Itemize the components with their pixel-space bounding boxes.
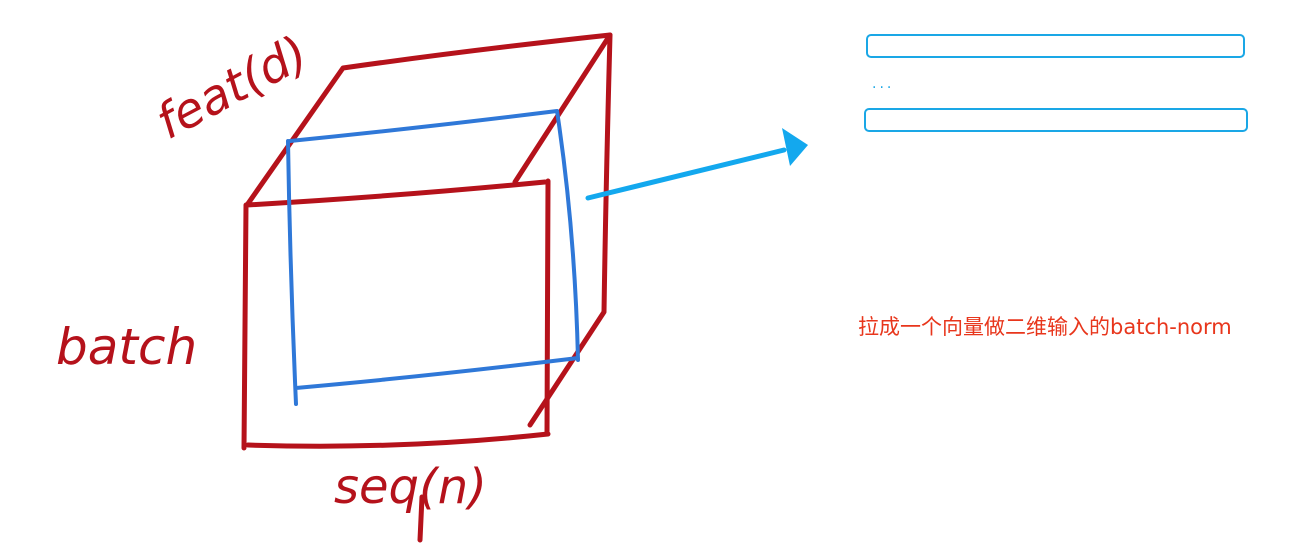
label-seq: seq(n)	[334, 459, 487, 515]
cube-right-edge	[527, 32, 613, 428]
vector-row-top	[866, 34, 1245, 58]
arrow	[585, 128, 808, 201]
label-batch: batch	[56, 318, 197, 376]
cube	[241, 32, 613, 543]
vector-row-bottom	[864, 108, 1248, 132]
cube-top-face	[244, 32, 613, 208]
cube-tail	[417, 494, 425, 543]
label-feat: feat(d)	[147, 25, 317, 151]
slice-rect	[286, 109, 580, 406]
arrow-shaft	[585, 147, 787, 201]
vector-ellipsis: ...	[872, 76, 895, 92]
cube-front-face	[241, 178, 551, 451]
annotation-text: 拉成一个向量做二维输入的batch-norm	[858, 315, 1232, 339]
arrow-head	[782, 128, 808, 166]
slice	[286, 109, 580, 406]
